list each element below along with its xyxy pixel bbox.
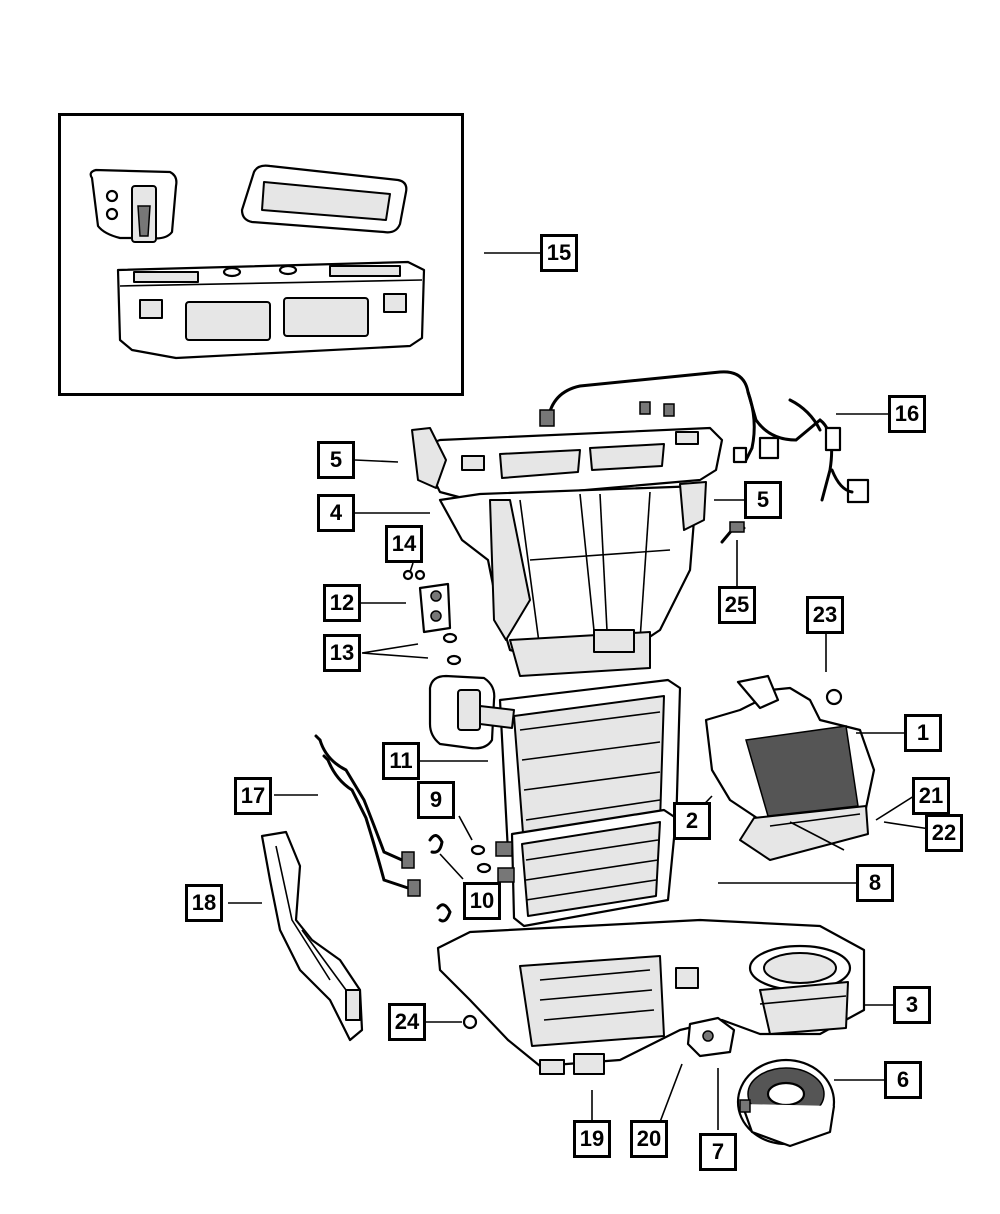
callout-18: 18 bbox=[185, 884, 223, 922]
callout-12: 12 bbox=[323, 584, 361, 622]
callout-5-left: 5 bbox=[317, 441, 355, 479]
callout-25: 25 bbox=[718, 586, 756, 624]
expansion-valve-parts bbox=[402, 569, 462, 666]
callout-11: 11 bbox=[382, 742, 420, 780]
callout-16: 16 bbox=[888, 395, 926, 433]
callout-6: 6 bbox=[884, 1061, 922, 1099]
callout-22: 22 bbox=[925, 814, 963, 852]
callout-9: 9 bbox=[417, 781, 455, 819]
refrigerant-lines bbox=[314, 734, 421, 897]
inset-duct-bracket bbox=[89, 168, 178, 243]
callout-5-right: 5 bbox=[744, 481, 782, 519]
callout-8: 8 bbox=[856, 864, 894, 902]
callout-21: 21 bbox=[912, 777, 950, 815]
callout-2: 2 bbox=[673, 802, 711, 840]
leader-lines bbox=[228, 252, 931, 1130]
callout-13: 13 bbox=[323, 634, 361, 672]
inset-outlet-seal bbox=[240, 164, 408, 234]
blower-motor bbox=[736, 1058, 836, 1148]
floor-duct bbox=[260, 830, 364, 1042]
heater-core bbox=[495, 808, 678, 928]
callout-24: 24 bbox=[388, 1003, 426, 1041]
upper-hvac-housing bbox=[411, 426, 724, 677]
callout-23: 23 bbox=[806, 596, 844, 634]
clip-24 bbox=[462, 1014, 478, 1030]
o-rings-and-clips bbox=[428, 834, 492, 923]
lower-hvac-housing bbox=[436, 918, 866, 1075]
callout-1: 1 bbox=[904, 714, 942, 752]
callout-10: 10 bbox=[463, 882, 501, 920]
callout-14: 14 bbox=[385, 525, 423, 563]
wiring-harness bbox=[539, 370, 870, 504]
blower-housing-upper bbox=[704, 674, 876, 861]
callout-15: 15 bbox=[540, 234, 578, 272]
mode-actuator bbox=[686, 1016, 736, 1058]
callout-20: 20 bbox=[630, 1120, 668, 1158]
callout-4: 4 bbox=[317, 494, 355, 532]
callout-3: 3 bbox=[893, 986, 931, 1024]
callout-17: 17 bbox=[234, 777, 272, 815]
callout-19: 19 bbox=[573, 1120, 611, 1158]
inset-distribution-duct bbox=[116, 260, 426, 360]
callout-7: 7 bbox=[699, 1133, 737, 1171]
detail-inset-frame bbox=[58, 113, 464, 396]
temperature-sensor bbox=[720, 521, 746, 544]
clip-23 bbox=[825, 688, 843, 706]
